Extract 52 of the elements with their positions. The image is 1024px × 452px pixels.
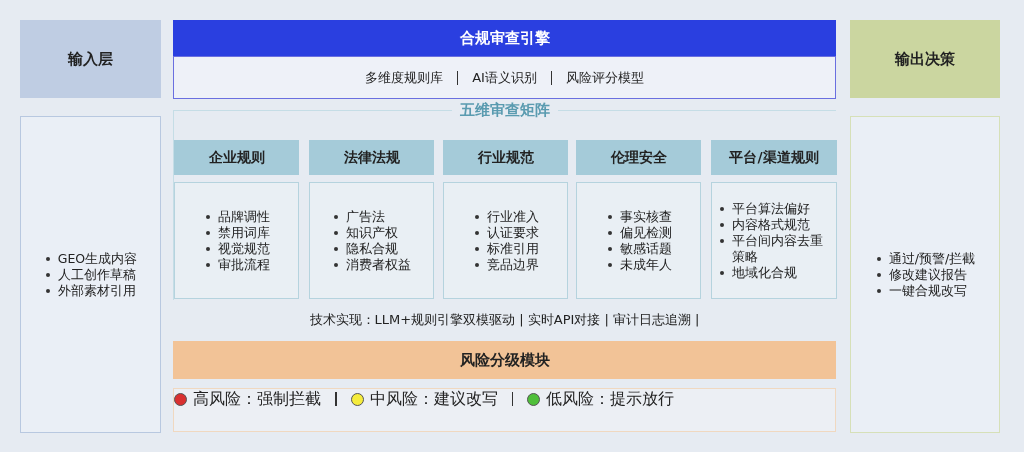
feature-text: AI语义识别 <box>472 68 537 87</box>
list-panel <box>309 182 434 299</box>
list-item: 修改建议报告 <box>874 266 976 283</box>
category-header: 行业规范 <box>443 140 568 175</box>
list-item: 广告法 <box>332 208 411 225</box>
list-item: 视觉规范 <box>203 240 270 257</box>
category-header: 平台/渠道规则 <box>711 140 837 175</box>
matrix-title: 五维审查矩阵 <box>452 101 558 120</box>
risk-level-text: 低风险：提示放行 <box>546 389 674 410</box>
module-header: 风险分级模块 <box>173 341 836 379</box>
list-item: 偏见检测 <box>605 224 672 241</box>
list-item: 禁用词库 <box>203 224 270 241</box>
list-panel <box>711 182 837 299</box>
category-header: 法律法规 <box>309 140 434 175</box>
list-item: 事实核查 <box>605 208 672 225</box>
layer-header: 输出决策 <box>850 20 1000 98</box>
list-item: 未成年人 <box>605 256 672 273</box>
list-item: 外部素材引用 <box>43 282 138 299</box>
list-item: 品牌调性 <box>203 208 270 225</box>
list-item: 消费者权益 <box>332 256 411 273</box>
list-item: 行业准入 <box>472 208 539 225</box>
risk-level-text: 中风险：建议改写 <box>369 389 498 410</box>
list-item: 人工创作草稿 <box>43 266 138 283</box>
feature-bar <box>173 56 836 99</box>
list-item: 竞品边界 <box>472 256 539 273</box>
tech-note: 技术实现：LLM+规则引擎双模驱动 | 实时API对接 | 审计日志追溯 | <box>308 311 701 329</box>
list-item: 地域化合规 <box>718 264 830 281</box>
list-panel <box>174 182 299 299</box>
list-panel <box>20 116 161 433</box>
list-item: 平台算法偏好 <box>718 200 830 217</box>
list-item: 知识产权 <box>332 224 411 241</box>
feature-text: 多维度规则库 <box>364 68 443 87</box>
feature-text: 风险评分模型 <box>566 68 645 87</box>
list-item: 认证要求 <box>472 224 539 241</box>
category-header: 企业规则 <box>174 140 299 175</box>
list-item: 隐私合规 <box>332 240 411 257</box>
engine-header: 合规审查引擎 <box>173 20 836 57</box>
list-item: 平台间内容去重策略 <box>718 232 830 265</box>
list-item: 审批流程 <box>203 256 270 273</box>
risk-level-text: 高风险：强制拦截 <box>193 389 321 410</box>
list-panel <box>850 116 1000 433</box>
list-panel <box>576 182 701 299</box>
risk-level-bar <box>173 388 836 432</box>
list-item: 敏感话题 <box>605 240 672 257</box>
layer-header: 输入层 <box>20 20 161 98</box>
list-item: GEO生成内容 <box>43 250 138 267</box>
list-item: 通过/预警/拦截 <box>874 250 976 267</box>
list-item: 内容格式规范 <box>718 216 830 233</box>
list-panel <box>443 182 568 299</box>
category-header: 伦理安全 <box>576 140 701 175</box>
list-item: 标准引用 <box>472 240 539 257</box>
list-item: 一键合规改写 <box>874 282 976 299</box>
